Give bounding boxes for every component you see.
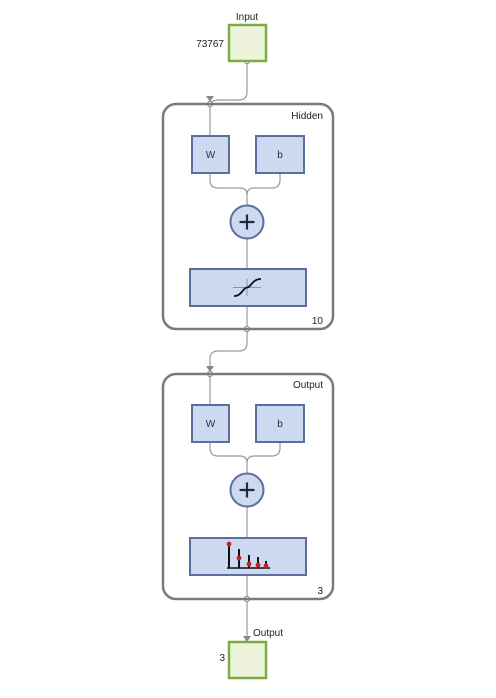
wire-hidden-w-to-sum (209, 174, 248, 205)
output-weight-label: W (206, 419, 216, 430)
output-size: 3 (219, 653, 225, 664)
input-label: Input (236, 12, 258, 23)
output-label: Output (253, 628, 283, 639)
plus-icon (239, 214, 255, 230)
wire-input-to-hidden (209, 61, 248, 135)
hidden-bias-label: b (277, 150, 283, 161)
input-node[interactable]: Input 73767 (196, 12, 268, 63)
output-sum-node[interactable] (229, 472, 265, 508)
hidden-layer-size: 10 (312, 316, 324, 327)
input-box[interactable] (227, 23, 268, 63)
hidden-weight-block[interactable] (191, 135, 230, 174)
wire-hidden-b-to-sum (246, 174, 281, 196)
wire-output-w-to-sum (209, 442, 248, 473)
hidden-transfer-block[interactable] (189, 268, 307, 307)
hidden-layer-label: Hidden (291, 111, 323, 122)
hidden-layer[interactable]: Hidden W b 10 (161, 102, 335, 331)
plus-icon (239, 482, 255, 498)
output-box[interactable] (227, 640, 268, 680)
arrowheads (206, 96, 251, 642)
input-size: 73767 (196, 39, 224, 50)
output-transfer-block[interactable] (189, 537, 307, 576)
hidden-layer-frame[interactable] (161, 102, 335, 331)
output-bias-block[interactable] (255, 404, 305, 443)
hidden-weight-label: W (206, 150, 216, 161)
wire-output-b-to-sum (246, 442, 281, 464)
output-transfer-box[interactable] (189, 537, 307, 576)
output-weight-block[interactable] (191, 404, 230, 443)
arrow-icon (243, 636, 251, 642)
output-layer-label: Output (293, 380, 323, 391)
output-node[interactable]: Output 3 (219, 628, 283, 680)
wire-hidden-to-output-layer (209, 306, 248, 405)
arrow-icon (206, 96, 214, 102)
output-layer-size: 3 (317, 586, 323, 597)
sigmoid-curve-icon (233, 278, 262, 297)
output-layer[interactable]: Output W b (161, 372, 335, 601)
softmax-bars-icon (226, 541, 270, 569)
arrow-icon (206, 366, 214, 372)
hidden-bias-block[interactable] (255, 135, 305, 174)
output-layer-frame[interactable] (161, 372, 335, 601)
hidden-sum-node[interactable] (229, 204, 265, 240)
output-bias-label: b (277, 419, 283, 430)
